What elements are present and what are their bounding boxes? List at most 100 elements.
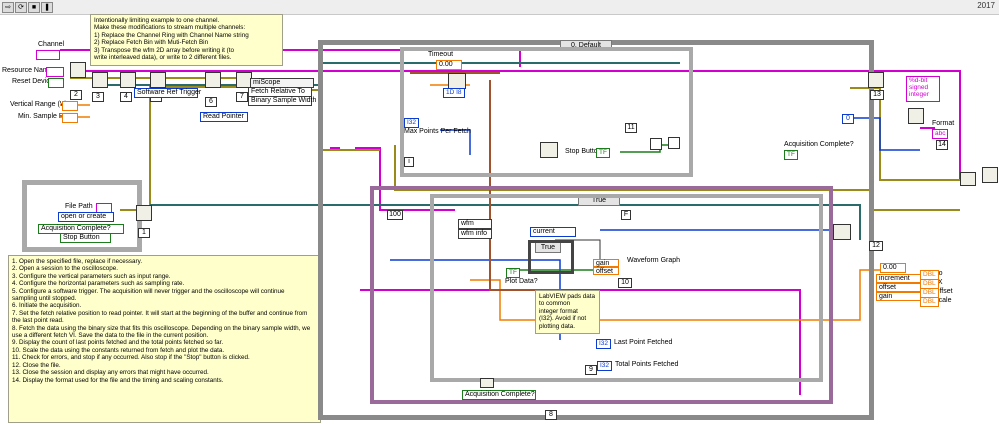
step-7: 7	[236, 92, 248, 102]
resource-name-control[interactable]	[46, 67, 64, 77]
last-point-terminal: I32	[596, 339, 612, 349]
channel-ring[interactable]	[36, 50, 60, 60]
total-points-fetched-label: Total Points Fetched	[615, 361, 679, 368]
stop-button-terminal[interactable]: TF	[596, 148, 610, 158]
initiate-vi[interactable]	[205, 72, 221, 88]
reset-device-label: Reset Device	[12, 78, 54, 85]
total-points-terminal: I32	[597, 361, 613, 371]
step-4: 4	[120, 92, 132, 102]
x0-control[interactable]: 0.00	[880, 263, 906, 273]
simple-error-handler-vi[interactable]	[982, 167, 998, 183]
format-terminal: abc	[932, 129, 949, 139]
acquisition-complete-label: Acquisition Complete?	[784, 141, 854, 148]
open-session-vi[interactable]	[70, 62, 86, 78]
open-file-vi[interactable]	[136, 205, 152, 221]
step-6: 6	[205, 97, 217, 107]
plot-data-label: Plot Data?	[505, 278, 538, 285]
error-wire-file	[120, 86, 250, 211]
run-continuously-icon[interactable]: ⟳	[15, 2, 27, 13]
zero-constant[interactable]: 0	[842, 114, 854, 124]
current-constant[interactable]: current	[530, 227, 576, 237]
last-point-fetched-label: Last Point Fetched	[614, 339, 673, 346]
abort-icon[interactable]: ■	[28, 2, 40, 13]
config-horizontal-vi[interactable]	[120, 72, 136, 88]
write-file-vi-upper[interactable]	[540, 142, 558, 158]
step-13: 13	[870, 90, 884, 100]
format-int-wire	[850, 117, 920, 151]
format-into-string-vi[interactable]	[908, 108, 924, 124]
false-constant[interactable]: F	[621, 210, 631, 220]
gain2-unbundle: gain	[876, 292, 924, 301]
step-12: 12	[869, 241, 883, 251]
software-ref-trigger-constant[interactable]: Software Ref Trigger	[134, 88, 201, 98]
timeout-control[interactable]: 0.00	[436, 60, 462, 70]
step-1: 1	[138, 228, 150, 238]
format-label: Format	[932, 120, 955, 127]
string-wire-inner	[330, 147, 455, 211]
min-sample-rate-control[interactable]	[62, 113, 78, 123]
min-sample-rate-label: Min. Sample Rate	[18, 113, 74, 120]
vertical-range-control[interactable]	[62, 101, 78, 111]
channel-label: Channel	[38, 41, 65, 48]
config-vertical-vi[interactable]	[92, 72, 108, 88]
file-path-label: File Path	[65, 203, 93, 210]
run-arrow-icon[interactable]: ⇨	[2, 2, 14, 13]
step-11: 11	[625, 123, 637, 133]
scaling-wire	[470, 269, 880, 321]
step-8: 8	[545, 410, 557, 420]
acquisition-complete-terminal: TF	[784, 150, 798, 160]
max-points-label: Max Points Per Fetch	[404, 128, 471, 135]
hundred-constant[interactable]: 100	[387, 210, 403, 220]
step-10: 10	[618, 278, 632, 288]
offset2-unbundle: offset	[876, 283, 924, 292]
close-session-vi[interactable]	[868, 72, 884, 88]
read-pointer-constant[interactable]: Read Pointer	[200, 112, 248, 122]
pause-icon[interactable]: ❚	[41, 2, 53, 13]
stop-button-label: Stop Button	[565, 148, 602, 155]
max-points-wire	[440, 129, 471, 155]
greater-equal-icon	[480, 378, 494, 388]
resource-string-wire	[80, 70, 961, 180]
reset-device-control[interactable]	[48, 78, 64, 88]
stop-button-local[interactable]: Stop Button	[60, 233, 111, 243]
format-string-constant[interactable]: %d-bit signed integer	[906, 76, 940, 102]
file-refnum-wire	[150, 204, 861, 240]
lower-case-structure	[370, 186, 833, 404]
scale-terminal: DBL	[920, 297, 939, 307]
stop-condition-icon	[668, 137, 680, 149]
or-function-icon	[650, 138, 662, 150]
vertical-range-label: Vertical Range (V)	[10, 101, 67, 108]
wfm-info-terminal: wfm info	[458, 229, 492, 239]
open-or-create-constant[interactable]: open or create	[58, 212, 114, 222]
wfm-terminal: wfm	[458, 219, 492, 229]
gain-unbundle: gain	[593, 259, 619, 267]
step-3: 3	[92, 92, 104, 102]
version-label: 2017	[977, 1, 995, 10]
acquisition-complete-local-lower[interactable]: Acquisition Complete?	[462, 390, 536, 400]
binary-sample-width-property[interactable]: Binary Sample Width	[248, 96, 316, 106]
upper-inner-loop	[400, 47, 693, 177]
offset-unbundle: offset	[593, 267, 619, 275]
merge-errors-vi[interactable]	[960, 172, 976, 186]
timeout-label: Timeout	[428, 51, 454, 58]
max-points-terminal[interactable]: I32	[404, 118, 420, 128]
waveform-graph-label: Waveform Graph	[627, 257, 681, 264]
labview-pads-comment: LabVIEW pads data to common integer form…	[535, 290, 600, 334]
config-trigger-vi[interactable]	[150, 72, 166, 88]
scale-label: Scale	[934, 297, 952, 304]
resource-name-label: Resource Name	[2, 67, 53, 74]
increment-unbundle: increment	[876, 274, 924, 283]
close-file-vi[interactable]	[833, 224, 851, 240]
step-9: 9	[585, 365, 597, 375]
step-14: 14	[936, 140, 948, 150]
offset-label: Offset	[934, 288, 953, 295]
inner-true-case	[528, 240, 574, 274]
inner-case-frame	[430, 194, 823, 382]
step-2: 2	[70, 90, 82, 100]
toolbar: ⇨ ⟳ ■ ❚ 2017	[0, 0, 999, 15]
fetch-binary-vi[interactable]	[448, 73, 466, 89]
top-comment: Intentionally limiting example to one ch…	[90, 14, 283, 66]
steps-comment: 1. Open the specified file, replace if n…	[8, 255, 321, 423]
loop-iteration-upper: i	[404, 157, 414, 167]
plot-data-terminal[interactable]: TF	[506, 268, 520, 278]
